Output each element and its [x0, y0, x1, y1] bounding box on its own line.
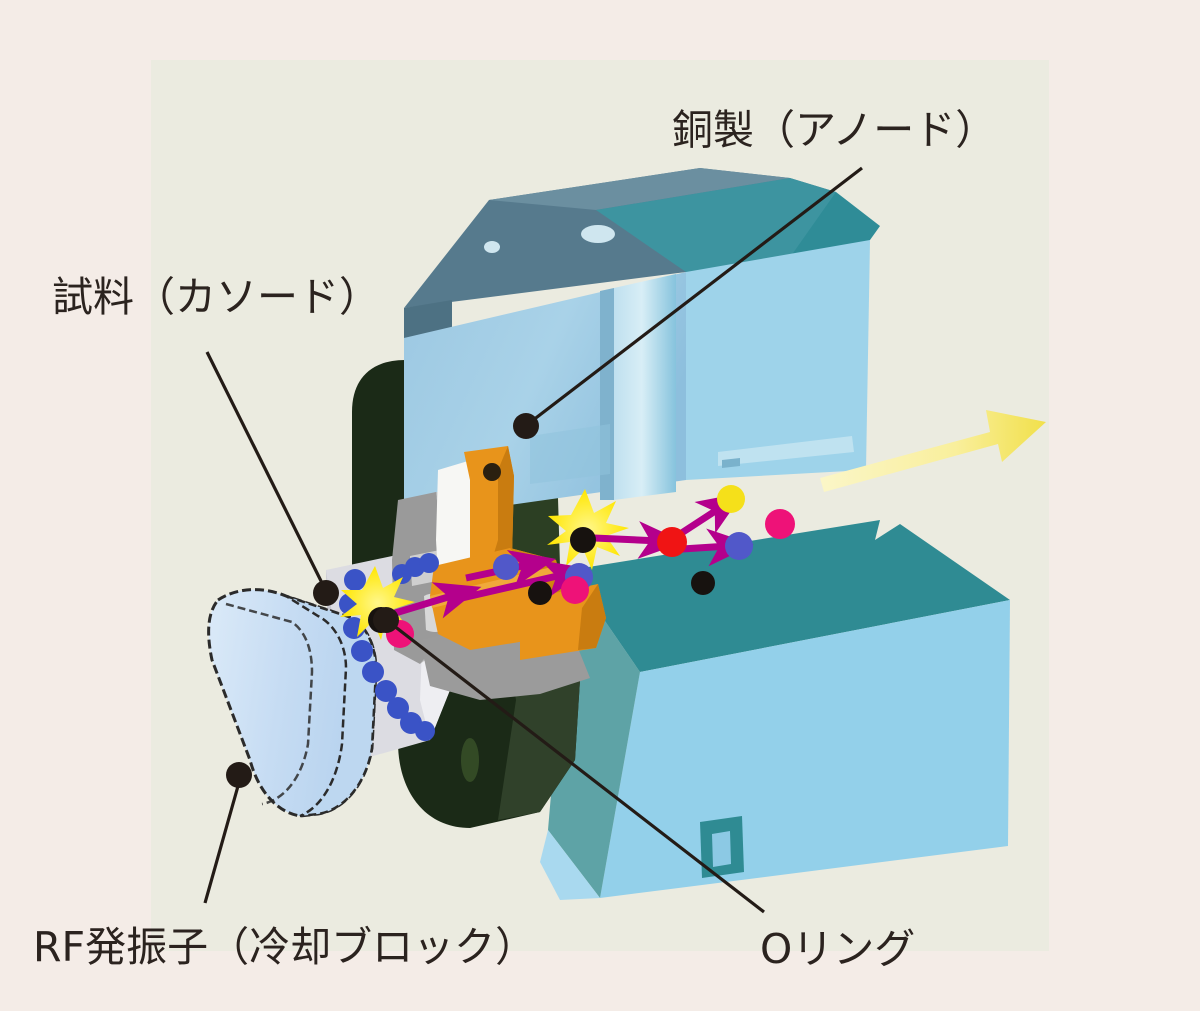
electron-dot — [570, 527, 596, 553]
electron-trajectory-arrows — [390, 492, 754, 619]
callout-anchor-dots — [226, 413, 539, 788]
label-o-ring: Oリング — [760, 925, 915, 973]
yellow-particle — [717, 485, 745, 513]
magenta-particle — [561, 576, 589, 604]
anchor-dot-anode — [513, 413, 539, 439]
x-ray-beam-arrow — [820, 410, 1046, 492]
leader-rf — [203, 778, 242, 904]
leader-cathode — [205, 351, 327, 590]
anode-lower-block — [540, 520, 1010, 900]
leader-oring — [388, 620, 765, 914]
label-anode: 銅製（アノード） — [672, 106, 996, 154]
label-cathode: 試料（カソード） — [52, 273, 380, 321]
magenta-particle — [765, 509, 795, 539]
violet-particle — [725, 532, 753, 560]
anchor-dot-rf — [226, 762, 252, 788]
leader-anode — [527, 166, 863, 426]
electron-dot — [528, 581, 552, 605]
anchor-dot-oring — [373, 607, 399, 633]
callout-leaders — [203, 166, 863, 914]
violet-particle — [493, 554, 519, 580]
anchor-dot-cathode — [313, 580, 339, 606]
label-rf-oscillator: RF発振子（冷却ブロック） — [33, 923, 536, 971]
red-particle — [657, 527, 687, 557]
electron-dot — [691, 571, 715, 595]
